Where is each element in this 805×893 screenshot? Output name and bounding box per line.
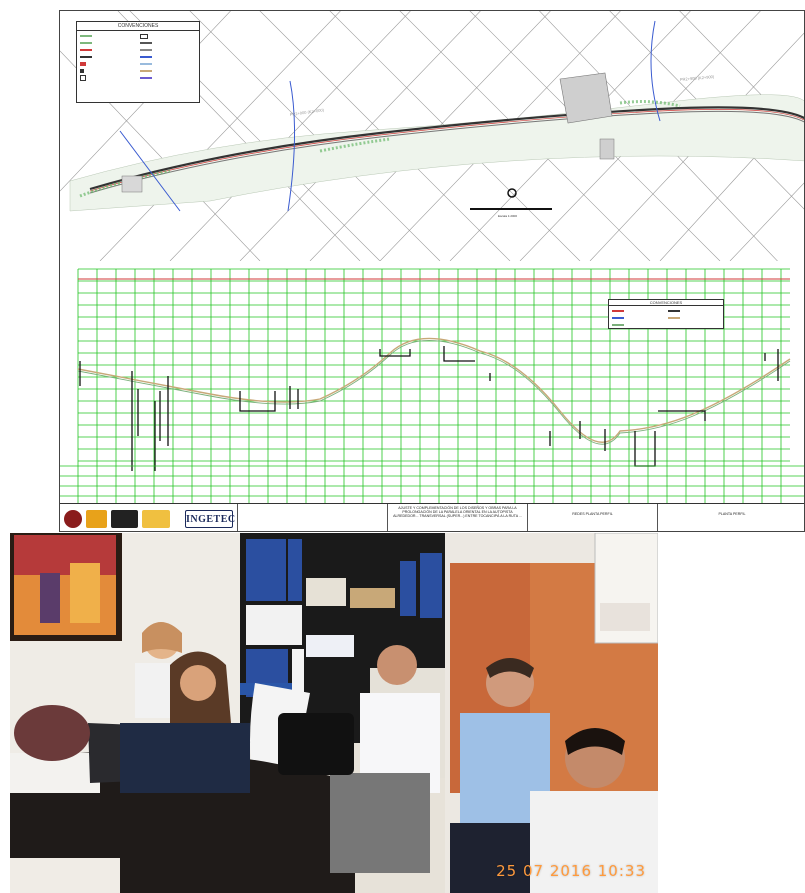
project-title: AJUSTE Y COMPLEMENTACIÓN DE LOS DISEÑOS … xyxy=(388,504,528,531)
profile-legend-title: CONVENCIONES xyxy=(609,300,723,306)
legend-row xyxy=(612,315,664,321)
alignment-centerline xyxy=(89,109,804,192)
profile-view xyxy=(60,268,804,503)
engineering-plan-drawing: PR2+000 (K2+000) PR2+900 (K2+900) Escala… xyxy=(59,10,805,532)
legend-row xyxy=(612,322,664,328)
black-bag xyxy=(278,713,354,775)
pr-label-right: PR2+900 (K2+900) xyxy=(680,74,715,82)
plan-legend: CONVENCIONES xyxy=(76,21,200,103)
meeting-scene xyxy=(10,533,658,893)
legend-row xyxy=(140,47,196,53)
logo-seal xyxy=(64,509,83,528)
road-alignment-inner xyxy=(89,110,804,194)
logo-spacer xyxy=(173,509,181,528)
logo-company xyxy=(110,509,139,528)
legend-row xyxy=(140,40,196,46)
legend-row xyxy=(140,33,196,39)
profile-bottom-table xyxy=(60,465,804,497)
meeting-photo: 25 07 2016 10:33 xyxy=(10,533,658,893)
building-small xyxy=(121,175,143,193)
legend-row xyxy=(80,47,136,53)
stream xyxy=(119,20,661,212)
logo-ingetec: INGETEC xyxy=(185,509,235,528)
title-block: INGETEC AJUSTE Y COMPLEMENTACIÓN DE LOS … xyxy=(60,503,804,531)
legend-row xyxy=(80,68,136,74)
logo-partner xyxy=(142,509,170,528)
logo-agency xyxy=(86,509,107,528)
legend-row xyxy=(80,33,136,39)
drawing-subject: REDES PLANTA PERFIL xyxy=(528,504,658,531)
logo-strip: INGETEC xyxy=(60,504,238,531)
legend-row xyxy=(140,68,196,74)
legend-row xyxy=(80,61,136,67)
scale-label: Escala 1:2000 xyxy=(498,214,517,218)
legend-row xyxy=(80,75,136,81)
title-block-info xyxy=(238,504,388,531)
legend-row xyxy=(612,308,664,314)
handbag xyxy=(14,705,90,761)
legend-row xyxy=(80,54,136,60)
road-alignment-outer xyxy=(89,106,804,191)
building-small xyxy=(599,138,615,160)
legend-row xyxy=(668,315,720,321)
plan-view: PR2+000 (K2+000) PR2+900 (K2+900) Escala… xyxy=(60,11,804,261)
photo-timestamp: 25 07 2016 10:33 xyxy=(496,862,646,880)
scale-bar xyxy=(470,188,552,210)
profile-legend: CONVENCIONES xyxy=(608,299,724,329)
legend-row xyxy=(140,75,196,81)
building-block xyxy=(559,72,613,124)
legend-row xyxy=(140,61,196,67)
legend-title: CONVENCIONES xyxy=(77,22,199,31)
terrain-profile xyxy=(77,337,791,443)
drawing-type: PLANTA PERFIL xyxy=(718,512,746,516)
legend-row xyxy=(668,308,720,314)
pr-label-left: PR2+000 (K2+000) xyxy=(289,107,324,117)
legend-row xyxy=(140,54,196,60)
profile-structures xyxy=(79,346,779,471)
pipe-profile xyxy=(77,340,791,445)
legend-row xyxy=(80,40,136,46)
terrain-strip xyxy=(69,94,804,212)
